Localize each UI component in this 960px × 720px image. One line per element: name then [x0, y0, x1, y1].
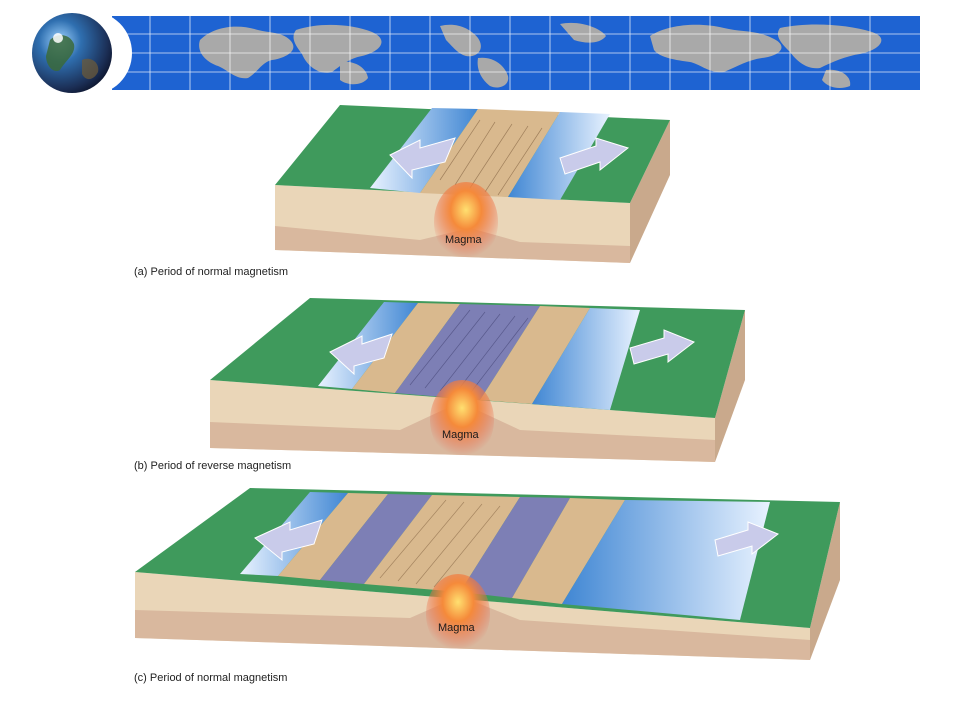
panel-a: Magma (a) Period of normal magnetism [0, 100, 960, 290]
panel-caption-a: (a) Period of normal magnetism [134, 266, 289, 278]
reverse-band-right [460, 497, 570, 598]
ocean-right [508, 112, 610, 200]
reverse-band-center [395, 304, 540, 400]
header-banner [32, 11, 920, 95]
seafloor-diagram-b: Magma [210, 298, 745, 462]
spreading-arrow-left-icon [254, 519, 323, 562]
magma-chamber [430, 380, 494, 460]
seafloor-diagram-c: Magma [135, 488, 840, 660]
side-face [715, 310, 745, 462]
normal-band-left [352, 303, 460, 393]
magma-label: Magma [438, 622, 476, 634]
spreading-arrow-left-icon [389, 137, 456, 180]
magma-label: Magma [442, 429, 480, 441]
seafloor-diagram-a: Magma [275, 105, 670, 263]
normal-band-outer-right [512, 498, 625, 604]
normal-band-center [364, 495, 520, 592]
normal-band-right [480, 306, 590, 404]
ocean-right [532, 308, 640, 410]
spreading-arrow-right-icon [714, 521, 780, 557]
panel-caption-c: (c) Period of normal magnetism [134, 672, 288, 684]
globe-icon [32, 13, 112, 93]
world-map-strip [112, 16, 920, 90]
normal-band-outer-left [278, 493, 388, 580]
magma-label: Magma [445, 234, 483, 246]
magma-chamber [426, 574, 490, 654]
side-face [810, 502, 840, 660]
spreading-arrow-left-icon [329, 333, 393, 376]
panel-caption-b: (b) Period of reverse magnetism [134, 460, 292, 472]
reverse-band-left [320, 494, 432, 584]
panel-c: Magma (c) Period of normal magnetism [0, 480, 960, 700]
spreading-arrow-right-icon [629, 329, 696, 365]
spreading-arrow-right-icon [559, 137, 630, 175]
magma-chamber [434, 182, 498, 262]
panel-b: Magma (b) Period of reverse magnetism [0, 290, 960, 480]
side-face [630, 120, 670, 263]
ocean-right [562, 500, 770, 620]
